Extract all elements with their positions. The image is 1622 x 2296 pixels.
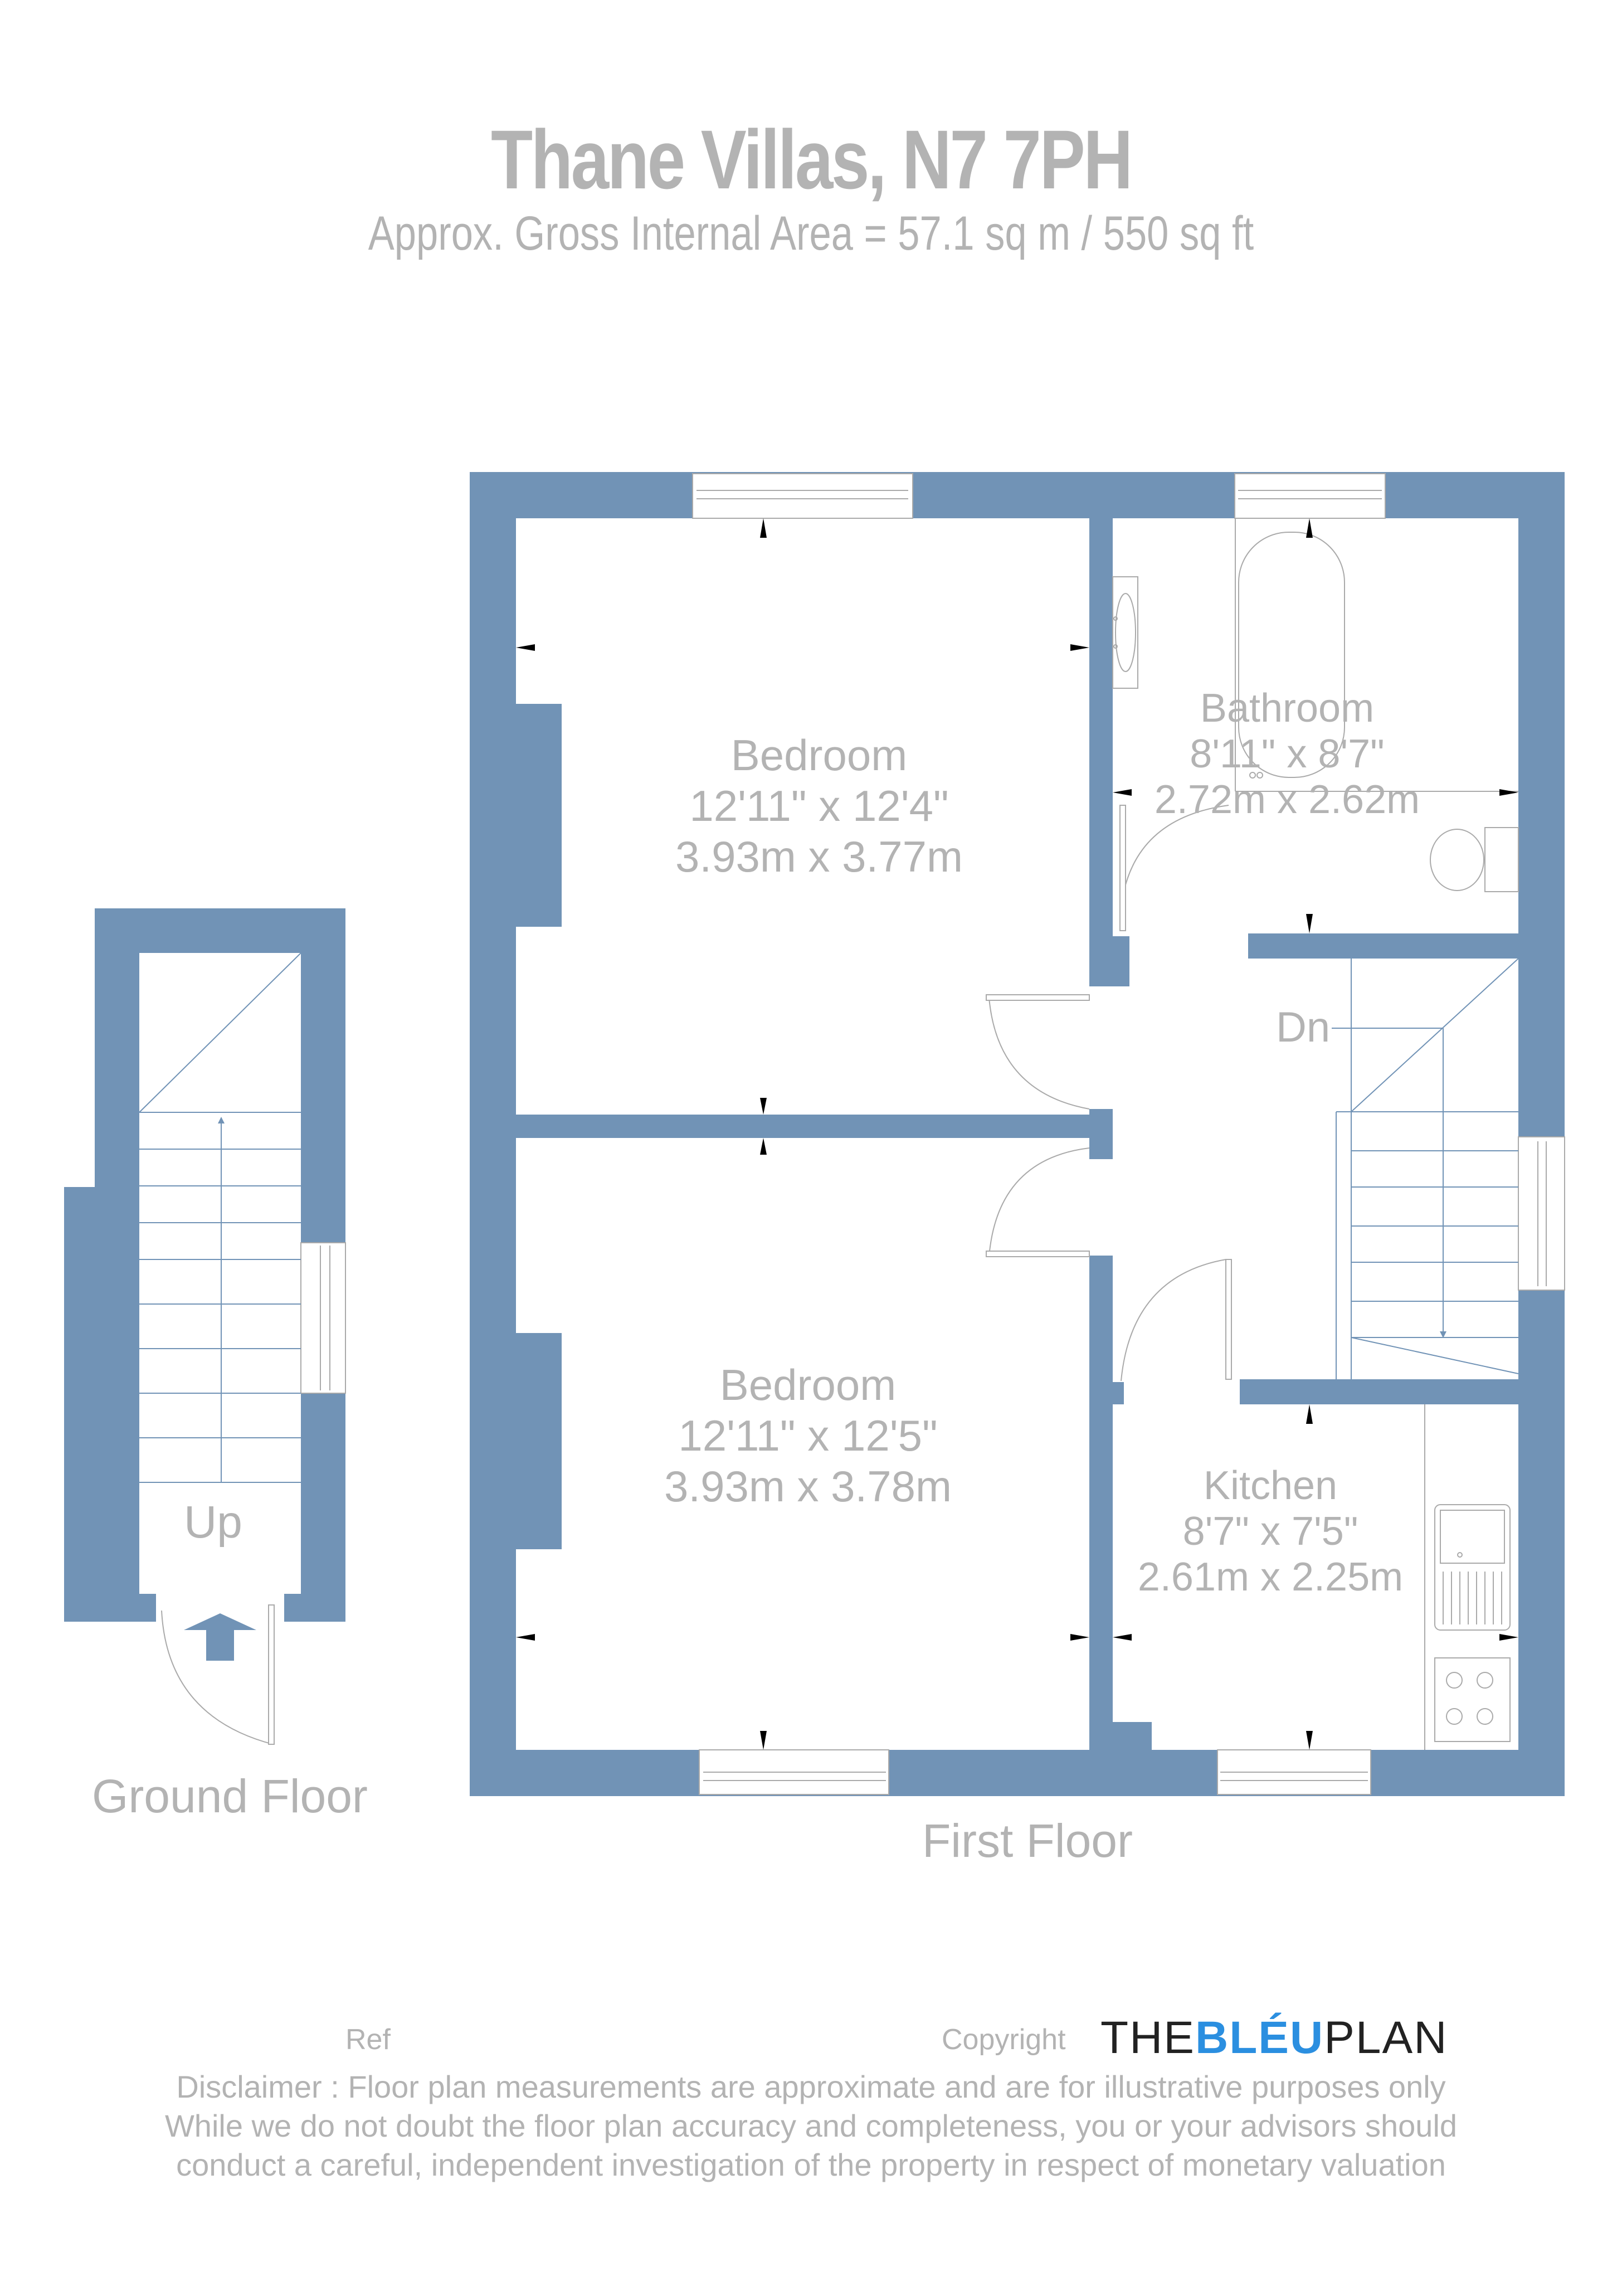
- room-dim-imperial: 12'11" x 12'4": [689, 781, 949, 830]
- ground-stair-up-label: Up: [184, 1497, 242, 1548]
- kitchen-sink-icon: [1434, 1504, 1511, 1631]
- dimension-arrows: [516, 518, 1518, 1750]
- room-label-bathroom: Bathroom 8'11" x 8'7" 2.72m x 2.62m: [1131, 685, 1443, 823]
- room-dim-imperial: 8'7" x 7'5": [1182, 1509, 1358, 1554]
- room-label-bedroom-1: Bedroom 12'11" x 12'4" 3.93m x 3.77m: [635, 730, 1003, 882]
- room-dim-metric: 2.61m x 2.25m: [1137, 1555, 1404, 1599]
- copyright-label: Copyright: [942, 2023, 1066, 2056]
- disclaimer-line: conduct a careful, independent investiga…: [176, 2147, 1446, 2182]
- logo-the: THE: [1100, 2012, 1195, 2063]
- washbasin-icon: [1112, 576, 1138, 689]
- hob-icon: [1434, 1657, 1511, 1742]
- entrance-up-arrow-icon: [184, 1613, 256, 1661]
- first-stair-dn-label: Dn: [1276, 1004, 1331, 1051]
- ground-floor-plan: [64, 908, 346, 1745]
- first-floor-stairs: [1332, 958, 1519, 1379]
- logo-bleu: BLÉU: [1195, 2012, 1324, 2063]
- room-label-bedroom-2: Bedroom 12'11" x 12'5" 3.93m x 3.78m: [624, 1360, 992, 1512]
- bathtub-icon: [1235, 518, 1518, 792]
- room-name: Bedroom: [719, 1360, 897, 1409]
- logo-plan: PLAN: [1324, 2012, 1448, 2063]
- room-label-kitchen: Kitchen 8'7" x 7'5" 2.61m x 2.25m: [1120, 1463, 1421, 1600]
- first-floor-plan: [470, 472, 1565, 1796]
- gross-area-subtitle: Approx. Gross Internal Area = 57.1 sq m …: [368, 207, 1254, 260]
- ref-label: Ref: [345, 2023, 391, 2056]
- disclaimer: Disclaimer : Floor plan measurements are…: [0, 2068, 1622, 2185]
- entrance-door-swing: [161, 1610, 274, 1745]
- kitchen-door-swing: [1121, 1259, 1226, 1382]
- room-name: Kitchen: [1203, 1463, 1338, 1508]
- toilet-icon: [1430, 827, 1519, 892]
- room-dim-imperial: 12'11" x 12'5": [678, 1411, 938, 1460]
- bedroom1-door-swing: [988, 997, 1090, 1110]
- room-dim-metric: 2.72m x 2.62m: [1154, 777, 1420, 822]
- first-floor-label: First Floor: [922, 1815, 1133, 1867]
- disclaimer-line: Disclaimer : Floor plan measurements are…: [176, 2069, 1446, 2104]
- disclaimer-line: While we do not doubt the floor plan acc…: [164, 2108, 1458, 2143]
- room-dim-imperial: 8'11" x 8'7": [1190, 732, 1385, 776]
- room-name: Bedroom: [730, 731, 908, 780]
- page-title: Thane Villas, N7 7PH: [491, 113, 1133, 206]
- room-name: Bathroom: [1200, 686, 1375, 731]
- thebleuplan-logo: THEBLÉUPLAN: [1100, 2012, 1448, 2064]
- room-dim-metric: 3.93m x 3.78m: [664, 1462, 952, 1511]
- ground-floor-label: Ground Floor: [92, 1770, 368, 1822]
- ground-stair-treads: [139, 1112, 301, 1483]
- room-dim-metric: 3.93m x 3.77m: [675, 832, 963, 881]
- bedroom2-door-swing: [988, 1147, 1090, 1257]
